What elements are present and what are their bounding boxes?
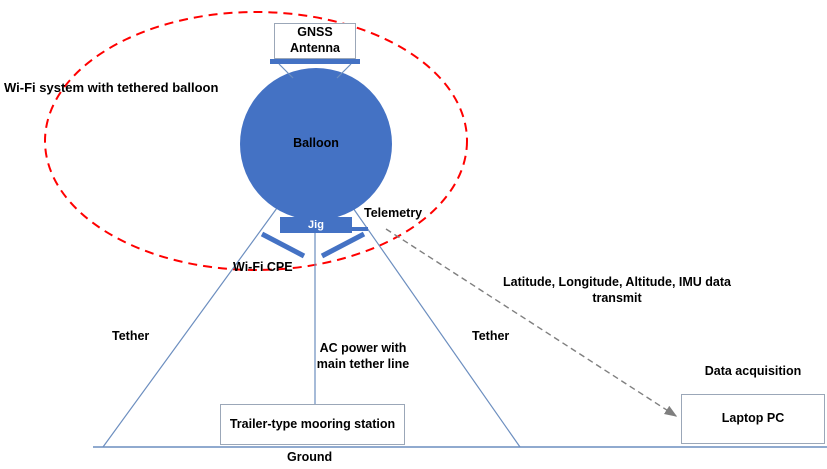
laptop-pc-box: Laptop PC (681, 394, 825, 444)
system-title: Wi-Fi system with tethered balloon (4, 80, 219, 95)
ac-power-label: AC power with main tether line (317, 341, 409, 372)
jig-side-bar (352, 227, 368, 231)
gnss-strut-left (278, 63, 294, 79)
wifi-system-highlight-ellipse (44, 11, 468, 271)
wifi-cpe-panel-left (260, 231, 306, 259)
telemetry-transmit-arrow (385, 228, 678, 417)
wifi-cpe-panel-right (320, 231, 366, 259)
data-acquisition-label: Data acquisition (704, 364, 802, 378)
tether-label-right: Tether (472, 329, 510, 343)
tether-label-left: Tether (112, 329, 150, 343)
tether-line-right (352, 207, 521, 448)
transmit-data-label-line1: Latitude, Longitude, Altitude, IMU data (503, 275, 731, 289)
transmit-data-label-line2: transmit (592, 290, 642, 305)
gnss-antenna-label-line2: Antenna (290, 41, 340, 55)
ac-power-label-line1: AC power with (319, 341, 407, 355)
mooring-station-label: Trailer-type mooring station (229, 416, 396, 431)
wifi-cpe-label: Wi-Fi CPE (233, 260, 293, 274)
gnss-antenna-box: GNSS Antenna (274, 23, 356, 59)
jig-label: Jig (308, 219, 324, 231)
ac-power-label-line2: main tether line (316, 356, 410, 371)
mooring-station-box: Trailer-type mooring station (220, 404, 405, 445)
balloon-label: Balloon (293, 136, 339, 150)
gnss-antenna-label-line1: GNSS (297, 25, 333, 40)
gnss-strut-right (336, 63, 352, 79)
laptop-pc-label: Laptop PC (721, 411, 785, 426)
jig-shape (280, 217, 352, 233)
tether-line-left (102, 207, 278, 448)
balloon-shape (240, 68, 392, 220)
transmit-data-label: Latitude, Longitude, Altitude, IMU data … (503, 275, 731, 306)
gnss-mount-bar (270, 59, 360, 64)
ground-label: Ground (287, 450, 333, 464)
telemetry-label: Telemetry (364, 206, 423, 220)
